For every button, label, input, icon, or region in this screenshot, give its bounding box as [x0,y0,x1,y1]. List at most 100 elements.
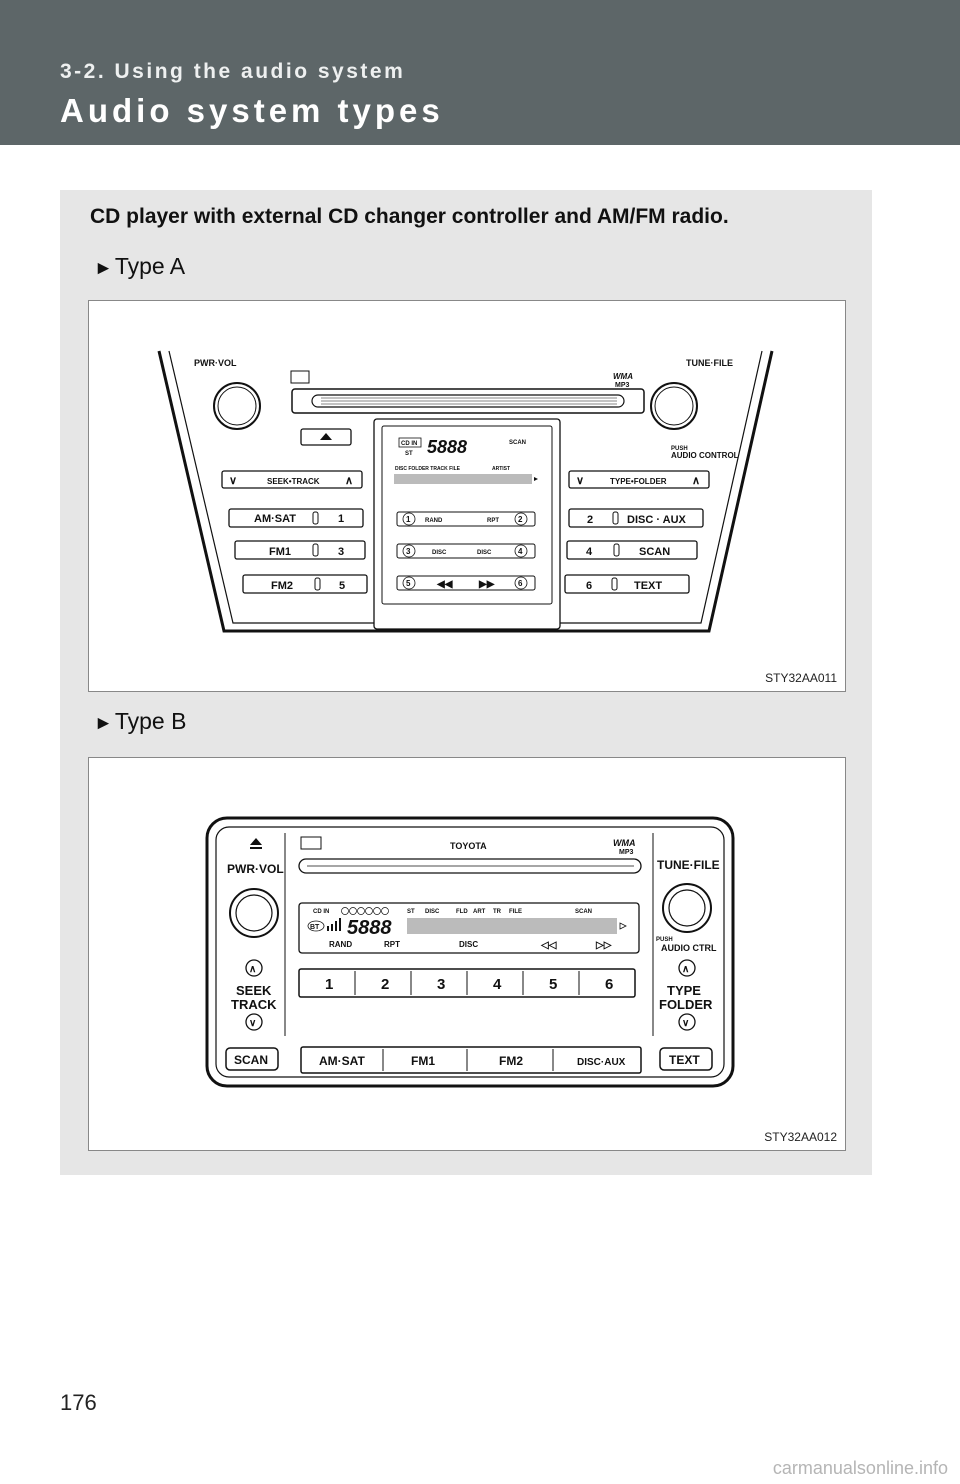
chevron-up-icon: ∧ [345,475,353,487]
tune-file-knob-inner [654,386,694,426]
figure-type-a: PWR·VOL TUNE·FILE WMA MP3 PUSH AUDIO CON… [88,300,846,692]
type-folder-up-button[interactable] [678,959,696,977]
folder-label: FOLDER [659,997,713,1012]
rewind-icon: ◀◀ [436,579,453,590]
pwr-vol-knob[interactable] [213,382,261,430]
triangle-right-icon: ► [94,713,113,734]
text-preset-number: 6 [586,580,592,592]
compact-disc-logo-icon [290,370,310,384]
preset-1-button[interactable] [402,512,416,526]
type-a-heading: ►Type A [94,253,185,280]
preset-2-label: 2 [518,515,523,524]
chevron-down-icon: ∨ [682,1018,689,1029]
disc-aux-label: DISC · AUX [627,514,687,526]
disc-folder-track-file-indicators: DISC FOLDER TRACK FILE [395,466,461,472]
wma-logo: WMA [613,372,633,381]
fm2-button[interactable]: FM2 [499,1054,523,1068]
intro-text: CD player with external CD changer contr… [90,205,729,228]
watermark: carmanualsonline.info [772,1458,948,1478]
tune-file-knob[interactable] [650,382,698,430]
dot-matrix-text-display [407,918,617,934]
scan-indicator: SCAN [575,909,592,915]
preset-5-button[interactable] [402,576,416,590]
chevron-up-icon: ∧ [682,964,689,975]
pwr-vol-label: PWR·VOL [194,358,237,368]
preset-6-button[interactable] [514,576,528,590]
preset-5-button[interactable]: 5 [549,976,557,993]
preset-4-button[interactable] [514,544,528,558]
wma-logo: WMA [613,838,636,848]
preset-2-button[interactable]: 2 [381,976,389,993]
chevron-up-icon: ∧ [692,475,700,487]
preset-1-label: 1 [406,515,411,524]
disc-label: DISC [459,940,478,949]
seek-down-button[interactable] [245,1013,263,1031]
fm2-preset-number: 5 [339,580,345,592]
text-label: TEXT [669,1053,700,1067]
disc-aux-preset-number: 2 [587,514,593,526]
push-label: PUSH [656,937,673,943]
preset-6-button[interactable]: 6 [605,976,613,993]
file-indicator: FILE [509,909,522,915]
fast-forward-icon: ▷▷ [595,940,613,951]
figure-id-type-b: STY32AA012 [764,1130,837,1144]
audio-ctrl-label: AUDIO CTRL [661,943,717,953]
fm1-button[interactable] [234,540,366,560]
rpt-label: RPT [487,518,499,524]
tune-file-knob[interactable] [662,883,712,933]
chevron-up-icon: ∧ [249,964,256,975]
mp3-logo: MP3 [615,382,630,389]
fm1-label: FM1 [269,546,291,558]
toyota-logo: TOYOTA [450,841,487,851]
preset-2-button[interactable] [514,512,528,526]
type-folder-button[interactable] [568,470,710,489]
type-b-radio-illustration: PWR·VOL ∧ SEEK TRACK ∨ WMA MP3 TUNE·FILE… [205,816,735,1088]
text-button[interactable] [564,574,690,594]
preset-4-button[interactable]: 4 [493,976,502,993]
pwr-vol-label: PWR·VOL [227,862,284,876]
figure-type-b: PWR·VOL ∧ SEEK TRACK ∨ WMA MP3 TUNE·FILE… [88,757,846,1151]
type-folder-down-button[interactable] [678,1013,696,1031]
page-title: Audio system types [60,92,444,129]
rand-label: RAND [329,940,352,949]
preset-3-button[interactable] [402,544,416,558]
am-sat-button[interactable] [228,508,364,528]
seek-track-button[interactable] [221,470,363,489]
cd-preset-row-2 [396,543,536,559]
tune-file-label: TUNE·FILE [657,858,720,872]
fm1-button[interactable]: FM1 [411,1054,435,1068]
scan-button[interactable] [566,540,698,560]
cd-preset-row-1 [396,511,536,527]
bt-label: BT [310,924,320,931]
preset-5-label: 5 [406,579,411,588]
scan-preset-number: 4 [586,546,593,558]
cd-in-indicator: CD IN [313,909,329,915]
preset-1-button[interactable]: 1 [325,976,333,993]
figure-id-type-a: STY32AA011 [765,671,837,685]
pwr-vol-knob-inner [217,386,257,426]
type-a-label: Type A [114,253,186,279]
seek-track-label: SEEK•TRACK [267,477,320,486]
scan-indicator: SCAN [509,440,526,446]
disc-aux-button[interactable] [568,508,704,528]
disc-down-label: DISC [432,550,447,556]
fm2-button[interactable] [242,574,368,594]
cd-preset-row-3 [396,575,536,591]
preset-4-label: 4 [518,547,523,556]
tune-file-label: TUNE·FILE [686,358,733,368]
text-button[interactable] [659,1047,713,1071]
artist-indicator: ARTIST [492,466,510,472]
text-label: TEXT [634,580,662,592]
chevron-down-icon: ∨ [249,1018,256,1029]
pwr-vol-knob[interactable] [229,888,279,938]
preset-3-button[interactable]: 3 [437,976,445,993]
audio-control-label: AUDIO CONTROL [671,451,739,460]
disc-aux-button[interactable]: DISC·AUX [577,1057,626,1068]
eject-icon[interactable] [250,838,262,845]
seek-up-button[interactable] [245,959,263,977]
rand-label: RAND [425,518,443,524]
am-sat-button[interactable]: AM·SAT [319,1054,365,1068]
push-label: PUSH [671,446,688,452]
section-heading: 3-2. Using the audio system [60,60,406,83]
scan-button[interactable] [225,1047,279,1071]
